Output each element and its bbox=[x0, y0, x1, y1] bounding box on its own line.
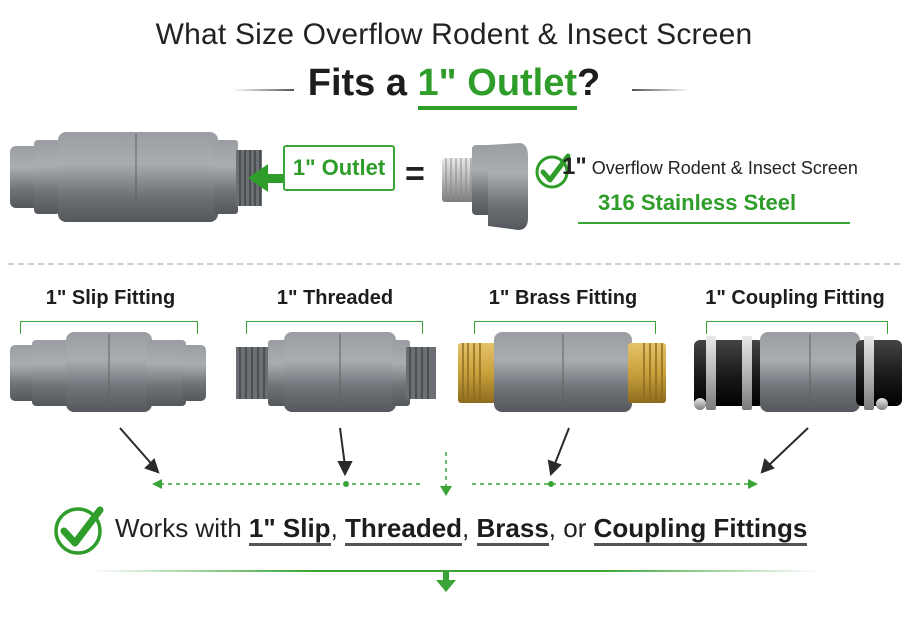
fitting-bracket-coupling bbox=[706, 321, 888, 334]
footer-divider bbox=[90, 570, 820, 572]
works-threaded: Threaded bbox=[345, 513, 463, 546]
subtitle-suffix: ? bbox=[577, 62, 601, 104]
converge-arrowheads bbox=[152, 479, 758, 496]
fitting-label-slip: 1" Slip Fitting bbox=[45, 287, 176, 309]
converge-line bbox=[160, 452, 750, 488]
brass-fitting-image bbox=[458, 332, 666, 412]
screen-size: 1" bbox=[562, 153, 587, 180]
screen-product-name: 1" Overflow Rodent & Insect Screen bbox=[562, 153, 858, 181]
works-check-icon bbox=[54, 506, 104, 555]
flow-arrows bbox=[119, 427, 809, 477]
outlet-arrow-icon bbox=[248, 164, 284, 192]
page-subtitle: Fits a 1" Outlet? bbox=[0, 62, 908, 110]
main-valve-image bbox=[10, 132, 262, 222]
screen-underline bbox=[578, 222, 850, 224]
title-decor-right bbox=[632, 89, 690, 91]
fitting-label-threaded: 1" Threaded bbox=[276, 287, 394, 309]
slip-fitting-image bbox=[10, 332, 206, 412]
check-icon bbox=[535, 153, 571, 189]
works-slip: 1" Slip bbox=[248, 513, 331, 546]
fitting-label-coupling: 1" Coupling Fitting bbox=[705, 287, 885, 309]
works-sep1: , bbox=[330, 513, 346, 543]
screen-material: 316 Stainless Steel bbox=[598, 190, 797, 215]
works-prefix: Works with bbox=[115, 513, 249, 543]
title-decor-left bbox=[232, 89, 294, 91]
fitting-bracket-slip bbox=[20, 321, 198, 334]
outlet-label: 1" Outlet bbox=[283, 145, 395, 191]
subtitle-highlight: 1" Outlet bbox=[417, 62, 578, 110]
threaded-fitting-image bbox=[236, 332, 436, 412]
subtitle-prefix: Fits a bbox=[307, 62, 418, 104]
works-sep3: , or bbox=[548, 513, 594, 543]
works-coupling: Coupling Fittings bbox=[593, 513, 808, 546]
fitting-bracket-threaded bbox=[246, 321, 423, 334]
coupling-fitting-image bbox=[694, 332, 902, 412]
section-divider bbox=[8, 263, 900, 265]
screen-product-image bbox=[442, 143, 528, 230]
works-brass: Brass bbox=[476, 513, 549, 546]
fitting-label-brass: 1" Brass Fitting bbox=[488, 287, 638, 309]
equals-sign: = bbox=[405, 155, 425, 193]
page-title: What Size Overflow Rodent & Insect Scree… bbox=[155, 18, 753, 51]
works-sep2: , bbox=[462, 513, 477, 543]
fitting-bracket-brass bbox=[474, 321, 656, 334]
compatibility-statement: Works with 1" Slip, Threaded, Brass, or … bbox=[115, 513, 808, 546]
bottom-down-arrow-icon bbox=[436, 570, 456, 592]
screen-name: Overflow Rodent & Insect Screen bbox=[591, 158, 858, 178]
